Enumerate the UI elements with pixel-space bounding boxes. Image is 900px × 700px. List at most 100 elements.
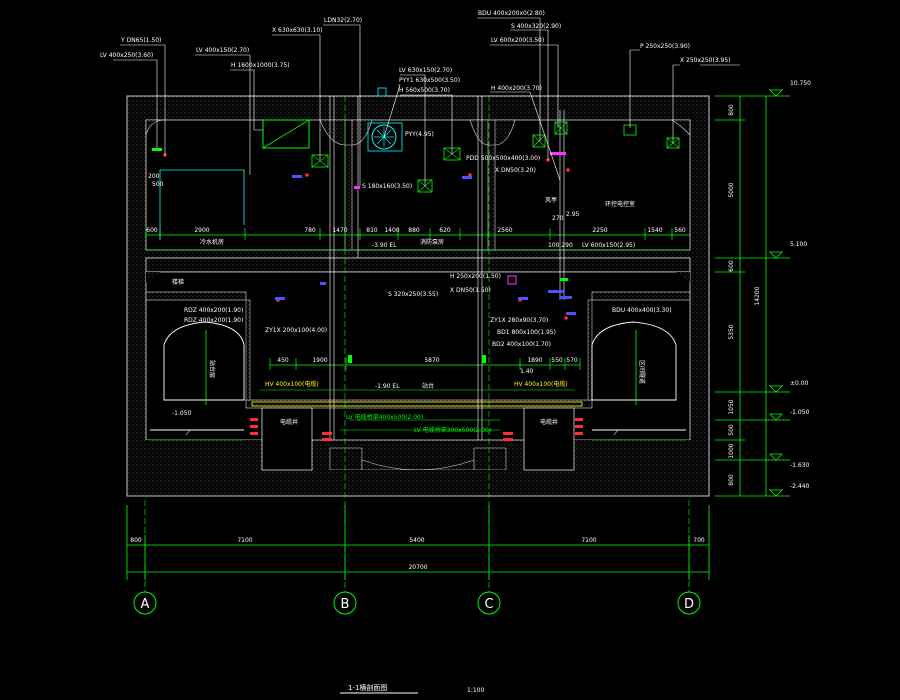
axis-label-c: C xyxy=(484,597,493,612)
udim-11: 1540 xyxy=(647,227,662,234)
callout-15: X 250x250(3.95) xyxy=(680,57,731,64)
right-dimensions xyxy=(715,95,790,497)
label-x1: X DN50(1.50) xyxy=(450,287,491,294)
ahu-box xyxy=(262,119,310,149)
mdim-6: 570 xyxy=(566,357,578,364)
label-left-tunnel: 站台层 xyxy=(208,360,216,378)
udim-5: 810 xyxy=(366,227,378,234)
elev-3: ±0.00 xyxy=(790,380,809,387)
label-room3: 消防泵房 xyxy=(420,238,444,246)
rdim-5: 1050 xyxy=(728,399,735,414)
callout-12: LV 600x200(3.50) xyxy=(491,37,544,44)
udim-8: 620 xyxy=(439,227,451,234)
udim-10: 2250 xyxy=(592,227,607,234)
label-room1: 冷水机房 xyxy=(200,238,224,246)
mdim-1: 450 xyxy=(277,357,289,364)
label-el1: -3.90 EL xyxy=(372,242,397,249)
label-500: 500 xyxy=(152,181,164,188)
label-zy1: ZY1X 200x100(4.00) xyxy=(265,327,327,334)
callout-4: H 1600x1000(3.75) xyxy=(231,62,290,69)
udim-2: 2900 xyxy=(194,227,209,234)
rdim-7: 1000 xyxy=(728,443,735,458)
elevation-marks xyxy=(769,89,783,497)
dim-total: 20700 xyxy=(408,564,427,571)
label-270: 270 xyxy=(552,215,564,222)
elevation-labels: 10.750 5.100 ±0.00 -1.050 -1.630 -2.440 xyxy=(790,80,811,490)
bottom-dim-labels: 800 7100 5400 7100 700 20700 xyxy=(130,537,705,571)
upper-labels: PYY(4.95) PDD 500x500x400(3.00) X DN50(3… xyxy=(148,131,635,249)
label-stair: 楼梯 xyxy=(172,278,184,286)
callout-7: PYY1 630x500(3.50) xyxy=(399,77,460,84)
callout-10: BDU 400x200x0(2.80) xyxy=(478,10,545,17)
rdim-8: 800 xyxy=(728,474,735,486)
mid-dim-labels: 450 1900 5870 1890 550 570 xyxy=(277,357,578,364)
callout-5: X 630x630(3.10) xyxy=(272,27,323,34)
udim-1: 600 xyxy=(146,227,158,234)
dim-seg-2: 7100 xyxy=(237,537,252,544)
elev-6: -2.440 xyxy=(790,483,810,490)
axis-label-b: B xyxy=(341,597,350,612)
callout-3: LV 400x150(2.70) xyxy=(196,47,249,54)
label-fa: 风亭 xyxy=(545,196,557,204)
callout-13: H 400x200(3.70) xyxy=(491,85,542,92)
udim-7: 880 xyxy=(408,227,420,234)
callout-11: S 400x320(2.90) xyxy=(511,23,561,30)
mid-dimensions xyxy=(269,358,581,370)
axis-label-a: A xyxy=(141,597,150,612)
rdim-total: 14200 xyxy=(754,286,761,305)
label-v4: -1.050 xyxy=(172,410,192,417)
label-room2: 环控电控室 xyxy=(605,200,635,208)
elev-1: 10.750 xyxy=(790,80,811,87)
rdim-3: 600 xyxy=(728,260,735,272)
dim-seg-1: 800 xyxy=(130,537,142,544)
mid-labels: H 250x200(1.50) X DN50(1.50) S 320x250(3… xyxy=(172,211,672,434)
label-v5: 2.95 xyxy=(566,211,580,218)
label-bdu: BDU 400x400(3.30) xyxy=(612,307,672,314)
udim-12: 560 xyxy=(674,227,686,234)
label-rdz1: RDZ 400x200(1.90) xyxy=(184,307,243,314)
callout-8: LV 630x150(2.70) xyxy=(399,67,452,74)
dim-seg-5: 700 xyxy=(693,537,705,544)
axis-label-d: D xyxy=(684,597,694,612)
label-zy2: ZY1X 280x90(3.70) xyxy=(490,317,548,324)
mdim-4: 1890 xyxy=(527,357,542,364)
label-s: S 180x160(3.50) xyxy=(362,183,412,190)
dim-seg-4: 7100 xyxy=(581,537,596,544)
label-rdz2: RDZ 400x200(1.90) xyxy=(184,317,243,324)
elev-5: -1.630 xyxy=(790,462,810,469)
rdim-6: 500 xyxy=(728,424,735,436)
callout-14: P 250x250(3.90) xyxy=(640,43,690,50)
drawing-scale: 1:100 xyxy=(467,687,484,694)
fan-icon xyxy=(371,124,397,150)
callout-6: LDN32(2.70) xyxy=(324,17,362,24)
label-lv-bottom: LV 600x150(2.95) xyxy=(582,242,635,249)
dim-seg-3: 5400 xyxy=(409,537,424,544)
label-pyy: PYY(4.95) xyxy=(405,131,434,138)
label-lv2: LV 电缆桥架300x500(2.00) xyxy=(414,426,491,434)
elev-4: -1.050 xyxy=(790,409,810,416)
label-el2: -1.90 EL xyxy=(375,383,400,390)
train-outlines xyxy=(150,321,686,431)
title-block: 1-1横剖面图 1:100 xyxy=(340,683,484,694)
vertical-pipes xyxy=(329,96,565,440)
label-lv1: LV 电缆桥架400x500(2.00) xyxy=(346,413,423,421)
bottom-dimensions xyxy=(126,505,710,580)
label-bd1: BD1 800x100(1.95) xyxy=(497,329,556,336)
drawing-title: 1-1横剖面图 xyxy=(348,683,387,692)
label-plat: 站台 xyxy=(422,382,434,390)
udim-9: 2560 xyxy=(497,227,512,234)
right-dim-labels: 800 5000 600 5350 1050 500 1000 800 1420… xyxy=(728,104,761,486)
label-right-tunnel: 区间隧道 xyxy=(638,360,646,384)
top-callouts: Y DN65(1.50) LV 400x250(3.60) LV 400x150… xyxy=(100,10,731,94)
label-floor: 100 290 xyxy=(548,242,573,249)
side-labels: 站台层 区间隧道 电缆井 电缆井 xyxy=(208,360,646,426)
label-hv1: HV 400x100(电缆) xyxy=(265,380,319,388)
axis-markers: A B C D xyxy=(133,591,701,615)
fan-housing xyxy=(367,122,403,152)
label-pdd: PDD 500x500x400(3.00) xyxy=(466,155,540,162)
rdim-4: 5350 xyxy=(728,324,735,339)
upper-dim-labels: 600 2900 780 1470 810 1400 880 620 2560 … xyxy=(146,227,686,234)
label-xdn: X DN50(3.20) xyxy=(495,167,536,174)
rdim-2: 5000 xyxy=(728,182,735,197)
